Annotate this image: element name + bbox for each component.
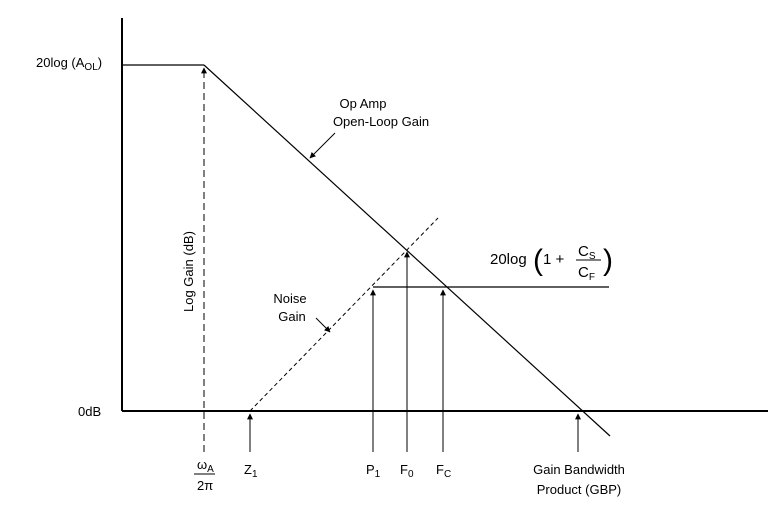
omega-a-denominator: 2π <box>197 478 213 493</box>
y-axis-title: Log Gain (dB) <box>181 231 196 312</box>
formula-close-paren: ) <box>603 244 613 277</box>
y-top-label: 20log (AOL) <box>36 55 102 73</box>
p1-label: P1 <box>366 462 381 480</box>
formula-one-plus: 1 + <box>543 251 565 268</box>
z1-label: Z1 <box>244 462 258 480</box>
op-amp-pointer-arrow <box>309 132 336 159</box>
y-zero-label: 0dB <box>78 404 101 419</box>
op-amp-label-line1: Op Amp <box>340 96 387 111</box>
fc-label: FC <box>436 462 451 480</box>
op-amp-label-line2: Open-Loop Gain <box>333 114 429 129</box>
formula-denominator: CF <box>578 264 595 283</box>
noise-gain-formula: 20log ( 1 + CS CF ) <box>490 243 613 283</box>
f0-label: F0 <box>400 462 414 480</box>
noise-label-line2: Gain <box>278 309 305 324</box>
noise-gain-pointer-arrow <box>315 317 331 333</box>
noise-gain-dashed-line <box>249 217 439 412</box>
formula-numerator: CS <box>578 243 596 262</box>
omega-a-label: ωA 2π <box>194 457 215 493</box>
gbp-label-line2: Product (GBP) <box>537 482 622 497</box>
formula-prefix: 20log <box>490 251 527 268</box>
gbp-label-line1: Gain Bandwidth <box>533 462 625 477</box>
omega-a-numerator: ωA <box>197 457 214 475</box>
formula-open-paren: ( <box>533 244 543 277</box>
noise-label-line1: Noise <box>273 291 306 306</box>
